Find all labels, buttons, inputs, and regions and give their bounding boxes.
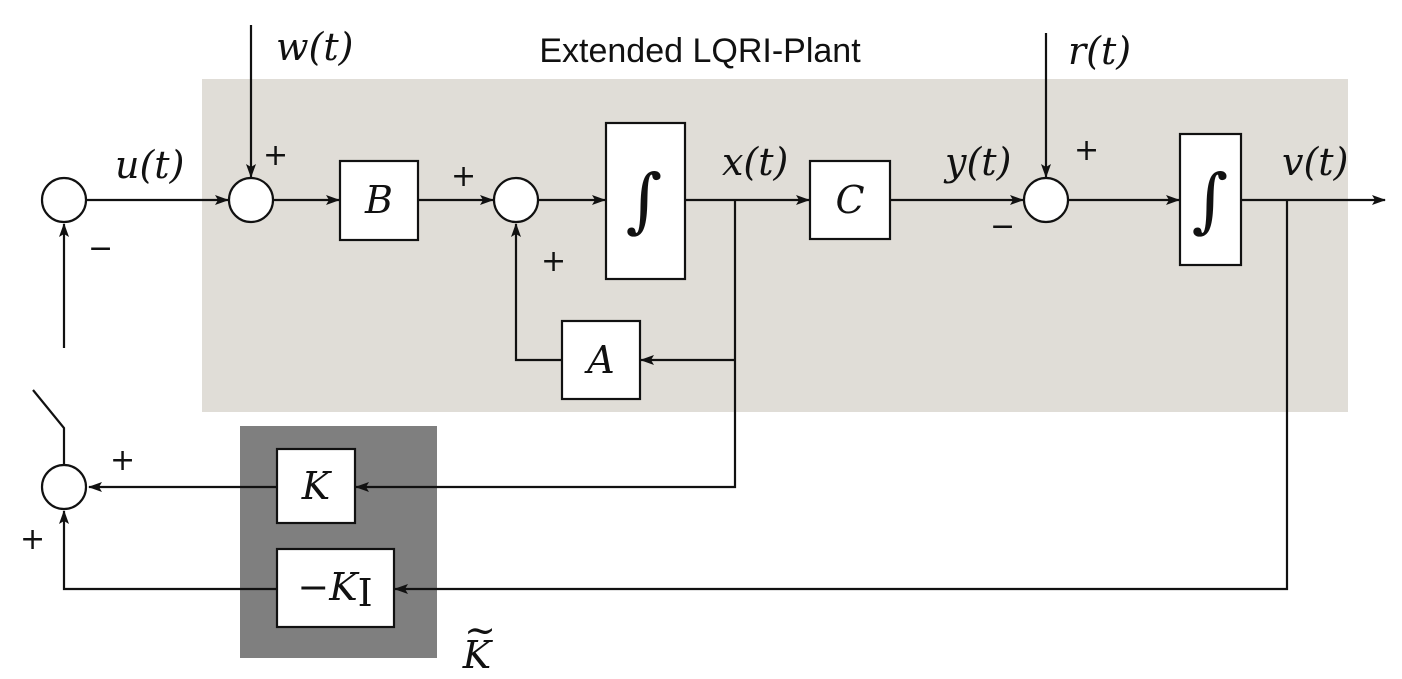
summing-node-left xyxy=(40,176,88,224)
sign-sum3-y: − xyxy=(990,209,1015,244)
wire-v-branch xyxy=(394,200,1289,594)
integrator-1-symbol: ∫ xyxy=(626,159,662,241)
diagram-title: Extended LQRI-Plant xyxy=(539,32,861,70)
block-integrator-2 xyxy=(1178,132,1243,267)
summing-node-1 xyxy=(227,176,275,224)
sign-feedback-ki: + xyxy=(20,522,45,557)
block-c-label: C xyxy=(835,178,864,222)
sign-left-minus: − xyxy=(88,231,113,266)
signal-x-label: x(t) xyxy=(722,140,788,184)
block-a xyxy=(560,319,642,401)
summing-node-feedback xyxy=(40,463,88,511)
summing-node-2 xyxy=(492,176,540,224)
sign-sum1-w: + xyxy=(263,138,288,173)
block-k-label: K xyxy=(301,464,333,508)
block-b xyxy=(338,159,420,242)
k-tilde-label: K xyxy=(462,633,494,677)
block-ki xyxy=(275,547,396,629)
switch-contact xyxy=(32,389,66,465)
summing-node-3 xyxy=(1022,176,1070,224)
signal-u-label: u(t) xyxy=(115,143,184,187)
signal-r-label: r(t) xyxy=(1068,29,1131,73)
integrator-2-symbol: ∫ xyxy=(1192,159,1228,241)
block-c xyxy=(808,159,892,241)
plant-region xyxy=(202,79,1348,412)
sign-sum2-a: + xyxy=(541,244,566,279)
k-tilde-mark: ~ xyxy=(464,608,496,652)
block-ki-label: −KI xyxy=(297,565,372,615)
sign-feedback-k: + xyxy=(110,443,135,478)
block-integrator-1 xyxy=(604,121,687,281)
signal-v-label: v(t) xyxy=(1282,140,1348,184)
wire-x-branch xyxy=(355,200,737,492)
wire-ki-sum4 xyxy=(59,510,277,591)
wire-a-sum2 xyxy=(511,223,561,362)
block-k xyxy=(275,447,357,525)
sign-sum3-r: + xyxy=(1074,133,1099,168)
signal-y-label: y(t) xyxy=(943,140,1011,184)
sign-sum2-b: + xyxy=(451,159,476,194)
block-b-label: B xyxy=(364,178,393,222)
block-a-label: A xyxy=(584,338,614,382)
signal-w-label: w(t) xyxy=(276,25,353,69)
